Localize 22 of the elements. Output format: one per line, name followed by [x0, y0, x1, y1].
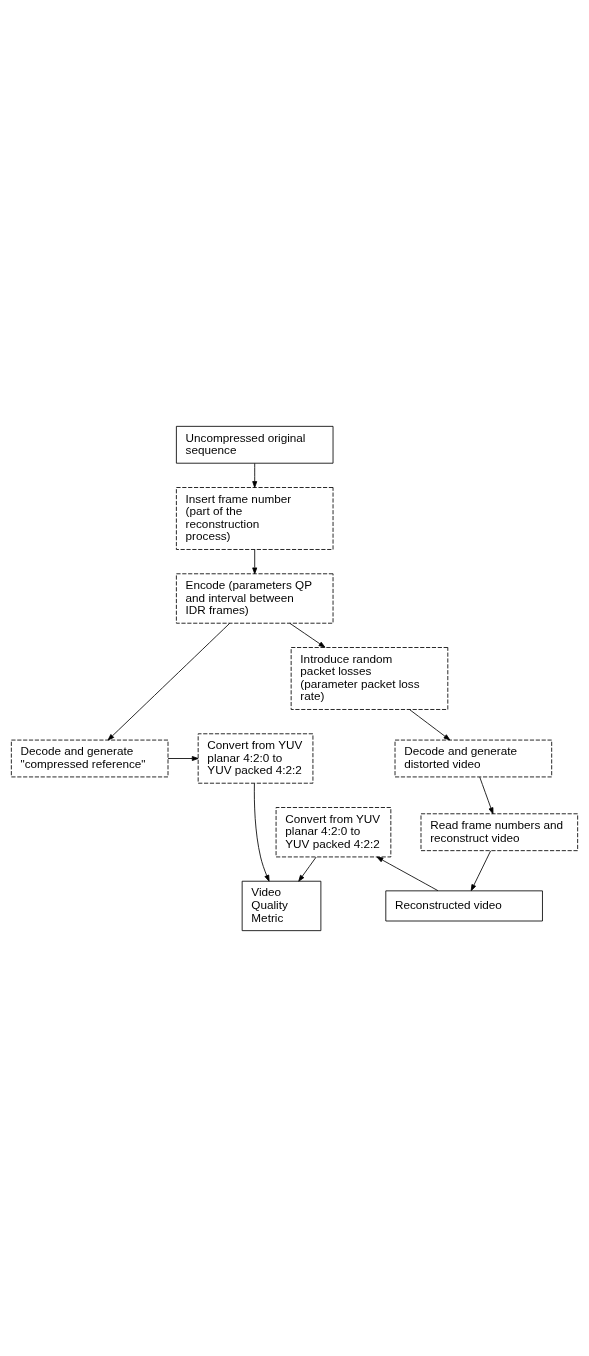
arrow [298, 856, 317, 882]
arrow [252, 462, 258, 488]
arrow [253, 782, 270, 882]
arrow [252, 548, 258, 574]
node-box: Convert from YUV planar 4:2:0 to YUV packed 4:2:2 [197, 732, 314, 784]
arrow [376, 856, 439, 891]
node-box: Read frame numbers and reconstruct video [420, 812, 579, 851]
node-box: Decode and generate "compressed reference" [10, 739, 169, 777]
node-box: Uncompressed original sequence [175, 425, 334, 464]
node-box: Video Quality Metric [241, 880, 322, 931]
arrow [107, 622, 231, 740]
node-box: Convert from YUV planar 4:2:0 to YUV packed 4:2:2 [275, 806, 392, 857]
arrow [289, 622, 326, 648]
node-box: Insert frame number (part of the reconstruction process) [175, 486, 334, 550]
arrow [470, 849, 492, 891]
node-box: Encode (parameters QP and interval between IDR frames) [175, 572, 334, 624]
node-box: Decode and generate distorted video [394, 739, 553, 777]
node-box: Introduce random packet losses (parameter packet loss rate) [290, 646, 449, 710]
arrow [409, 708, 451, 740]
arrow [167, 755, 199, 761]
arrow [479, 776, 494, 814]
node-box: Reconstructed video [385, 889, 543, 921]
